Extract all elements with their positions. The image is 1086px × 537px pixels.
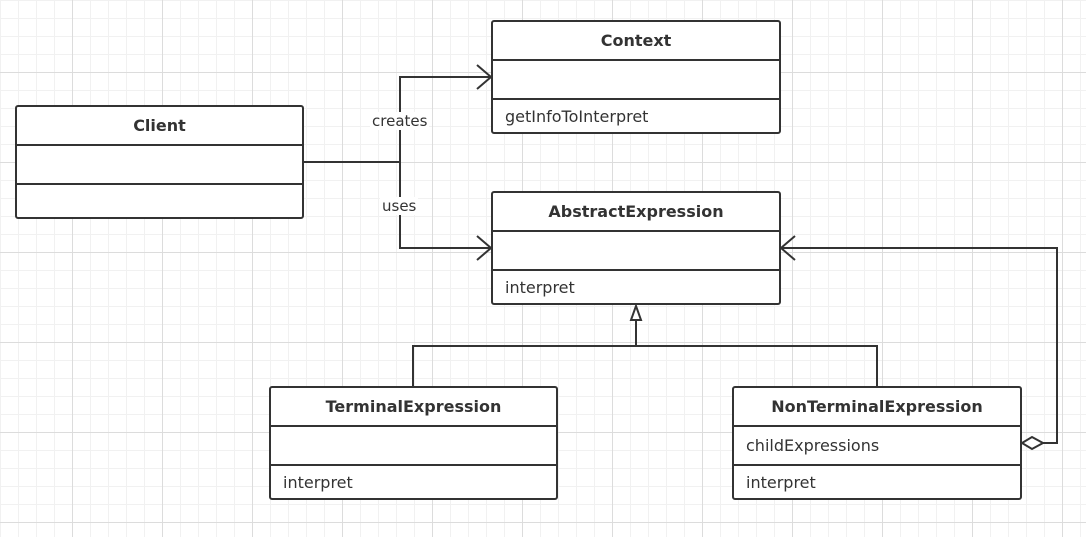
- uses-label: uses: [380, 197, 419, 215]
- creates-association-line[interactable]: [399, 76, 491, 162]
- client-attributes: [17, 146, 302, 185]
- nonterminal-expression-attributes: childExpressions: [734, 427, 1020, 466]
- client-operations: [17, 185, 302, 217]
- terminal-expression-class-name: TerminalExpression: [271, 388, 556, 427]
- aggregation-line[interactable]: [781, 247, 1058, 444]
- aggregation-diamond: [1020, 435, 1046, 451]
- abstract-expression-class-name: AbstractExpression: [493, 193, 779, 232]
- abstract-expression-operations: interpret: [505, 277, 575, 297]
- context-attributes: [493, 61, 779, 100]
- generalization-arrowhead: [629, 303, 643, 321]
- terminal-expression-class[interactable]: TerminalExpression interpret: [269, 386, 558, 500]
- nonterminal-expression-class-name: NonTerminalExpression: [734, 388, 1020, 427]
- aggregation-arrowhead: [779, 235, 796, 261]
- nonterminal-expression-operations: interpret: [746, 472, 816, 492]
- context-operations: getInfoToInterpret: [505, 106, 649, 126]
- uses-association-line[interactable]: [399, 162, 491, 249]
- context-class-name: Context: [493, 22, 779, 61]
- abstract-expression-attributes: [493, 232, 779, 271]
- terminal-expression-attributes: [271, 427, 556, 466]
- client-class[interactable]: Client: [15, 105, 304, 219]
- context-class[interactable]: Context getInfoToInterpret: [491, 20, 781, 134]
- creates-label: creates: [370, 112, 430, 130]
- abstract-expression-class[interactable]: AbstractExpression interpret: [491, 191, 781, 305]
- generalization-branch-line[interactable]: [412, 345, 878, 386]
- terminal-expression-operations: interpret: [283, 472, 353, 492]
- nonterminal-expression-class[interactable]: NonTerminalExpression childExpressions i…: [732, 386, 1022, 500]
- client-class-name: Client: [17, 107, 302, 146]
